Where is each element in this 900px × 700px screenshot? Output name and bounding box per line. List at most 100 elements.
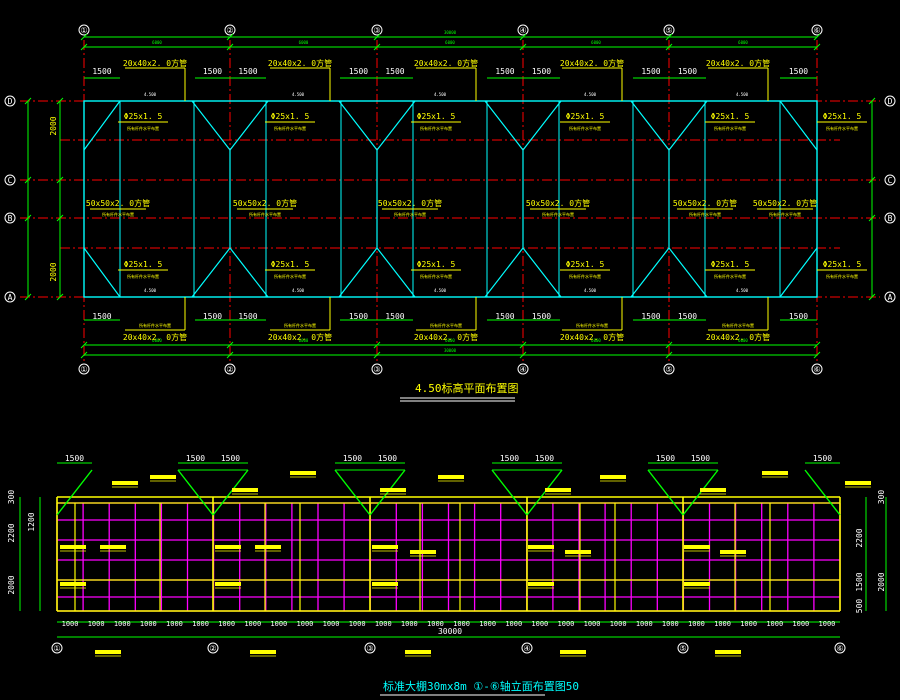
elev-left-dim-300: 300: [7, 490, 16, 505]
plan-dim-tick: [226, 341, 234, 349]
plan-truss-diagonal: [338, 247, 378, 298]
plan-dim-tick: [665, 33, 673, 41]
plan-dim-tick: [665, 341, 673, 349]
plan-square-tube-label: 50x50x2. 0方管: [233, 198, 297, 208]
elev-axis-bubble-label: ②: [209, 644, 216, 653]
plan-dim-tick: [813, 33, 821, 41]
elev-member-tag: [290, 471, 316, 475]
plan-truss-diagonal: [191, 247, 231, 298]
plan-square-tube-label: 50x50x2. 0方管: [86, 198, 150, 208]
plan-dim-tick: [24, 176, 32, 184]
plan-axis-bubble-right: [884, 95, 896, 107]
elev-truss-diagonal: [526, 469, 563, 516]
plan-square-tube-note: 所有杆件水平布置: [689, 211, 721, 217]
plan-axis-bubble-bottom: [663, 363, 675, 375]
elev-member-tag: [528, 582, 554, 586]
elev-bottom-dim: 1000: [114, 620, 131, 628]
elev-left-dim-1200: 1200: [27, 512, 36, 531]
plan-rod-label-upper: Φ25x1. 5: [711, 112, 750, 121]
plan-rod-label-upper: Φ25x1. 5: [271, 112, 310, 121]
elev-member-tag: [112, 481, 138, 485]
plan-dim-tick: [519, 43, 527, 51]
elev-member-tag: [60, 582, 86, 586]
plan-tube-label-bottom: 20x40x2. 0方管: [706, 332, 770, 342]
plan-truss-dim-top: 1500: [92, 67, 111, 76]
elev-bottom-dim: 1000: [662, 620, 679, 628]
plan-truss-dim-top: 1500: [203, 67, 222, 76]
plan-truss-diagonal: [779, 247, 818, 298]
plan-rod-label-lower: Φ25x1. 5: [566, 260, 605, 269]
elev-member-tag: [528, 545, 554, 549]
elev-member-tag: [845, 481, 871, 485]
elev-member-tag: [545, 488, 571, 492]
elev-member-tag: [215, 582, 241, 586]
elev-top-dim: 1500: [221, 454, 240, 463]
elev-truss-diagonal: [804, 469, 841, 516]
plan-axis-bubble-left-label: B: [8, 214, 13, 223]
elev-truss-diagonal: [56, 469, 93, 516]
plan-elev-tag-bottom: 4.500: [434, 288, 447, 293]
plan-axis-bubble-top-label: ④: [519, 26, 526, 35]
plan-truss-dim-top: 1500: [495, 67, 514, 76]
elev-member-tag: [565, 550, 591, 554]
plan-dim-tick: [868, 293, 876, 301]
plan-dim-tick: [868, 97, 876, 105]
plan-axis-bubble-top: [811, 24, 823, 36]
plan-dim-tick: [868, 214, 876, 222]
plan-dim-tick: [373, 33, 381, 41]
elevation-title: 标准大棚30mx8m ①-⑥轴立面布置图50: [383, 679, 579, 693]
elev-bottom-dim: 1000: [505, 620, 522, 628]
plan-axis-bubble-left: [4, 291, 16, 303]
plan-rod-note-lower: 所有杆件水平布置: [569, 273, 601, 279]
plan-rod-label-upper: Φ25x1. 5: [566, 112, 605, 121]
elev-axis-bubble-label: ①: [53, 644, 60, 653]
elev-truss-diagonal: [334, 469, 371, 516]
plan-rod-note-upper: 所有杆件水平布置: [420, 125, 452, 131]
plan-axis-bubble-right: [884, 212, 896, 224]
plan-dim-tick: [80, 341, 88, 349]
plan-truss-dim-bottom: 1500: [789, 312, 808, 321]
elev-left-dim-2000: 2000: [7, 575, 16, 594]
plan-axis-bubble-right: [884, 291, 896, 303]
plan-axis-bubble-top: [78, 24, 90, 36]
plan-overall-dim-bottom: 30000: [444, 348, 457, 353]
plan-elev-tag-bottom: 4.500: [292, 288, 305, 293]
plan-truss-dim-bottom: 1500: [238, 312, 257, 321]
plan-span-dim-bottom: 6000: [299, 338, 309, 343]
elev-truss-diagonal: [177, 469, 214, 516]
plan-rod-note-lower: 所有杆件水平布置: [826, 273, 858, 279]
elev-bottom-dim: 1000: [584, 620, 601, 628]
elev-left-dim-2200: 2200: [7, 523, 16, 542]
plan-rod-label-upper: Φ25x1. 5: [823, 112, 862, 121]
plan-truss-diagonal: [630, 247, 670, 298]
plan-truss-diagonal: [229, 100, 269, 151]
elev-member-tag: [700, 488, 726, 492]
plan-axis-bubble-top-label: ⑤: [665, 26, 672, 35]
elev-bottom-dim: 1000: [349, 620, 366, 628]
plan-axis-bubble-top-label: ②: [226, 26, 233, 35]
plan-axis-bubble-top-label: ③: [373, 26, 380, 35]
plan-truss-dim-bottom: 1500: [678, 312, 697, 321]
plan-axis-bubble-bottom: [811, 363, 823, 375]
plan-rod-note-upper: 所有杆件水平布置: [127, 125, 159, 131]
plan-truss-diagonal: [522, 100, 562, 151]
elev-axis-bubble: [364, 642, 376, 654]
elev-bottom-dim: 1000: [688, 620, 705, 628]
plan-dim-tick: [226, 351, 234, 359]
elev-truss-diagonal: [647, 469, 684, 516]
plan-overall-dim-top: 30000: [444, 30, 457, 35]
plan-square-tube-label: 50x50x2. 0方管: [673, 198, 737, 208]
plan-truss-dim-top: 1500: [349, 67, 368, 76]
plan-rod-note-lower: 所有杆件水平布置: [274, 273, 306, 279]
plan-truss-diagonal: [668, 247, 708, 298]
elev-member-tag: [720, 550, 746, 554]
plan-truss-diagonal: [376, 247, 416, 298]
plan-tube-label-top: 20x40x2. 0方管: [268, 58, 332, 68]
plan-rod-note-upper: 所有杆件水平布置: [274, 125, 306, 131]
plan-tube-label-top: 20x40x2. 0方管: [706, 58, 770, 68]
plan-truss-dim-bottom: 1500: [349, 312, 368, 321]
plan-axis-bubble-left-label: A: [8, 293, 13, 302]
plan-truss-dim-bottom: 1500: [641, 312, 660, 321]
elev-bottom-dim: 1000: [218, 620, 235, 628]
elev-bottom-dim: 1000: [166, 620, 183, 628]
